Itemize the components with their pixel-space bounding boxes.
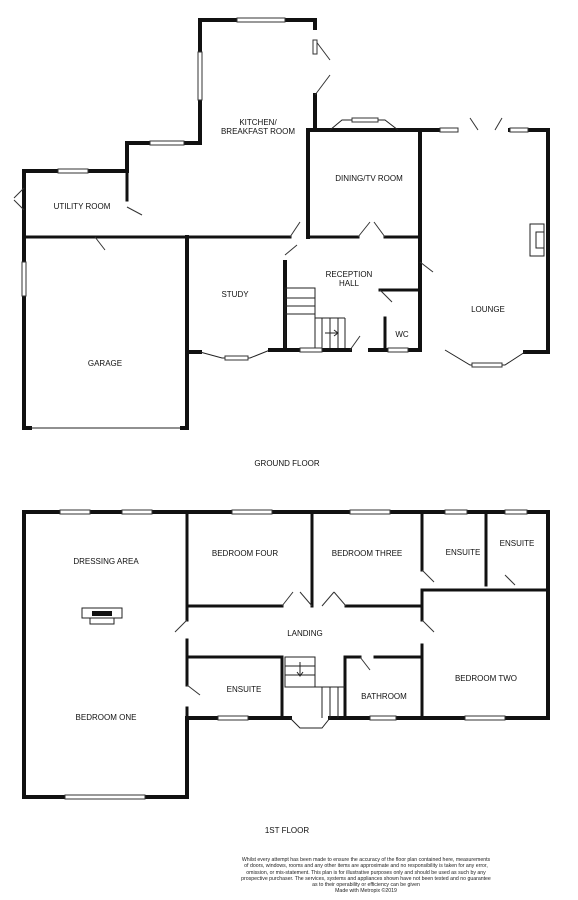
label-bedroom-two: BEDROOM TWO — [455, 674, 517, 683]
ground-stairs — [284, 287, 316, 351]
bathroom-window — [369, 715, 397, 721]
stair-arrow-icon — [325, 329, 339, 337]
lounge-walls — [508, 128, 550, 354]
garage-right-wall — [180, 235, 189, 430]
kitchen-window — [236, 17, 286, 23]
label-garage: GARAGE — [88, 359, 122, 368]
bedroom-one-door — [174, 619, 188, 633]
lounge-door — [419, 261, 434, 273]
label-bathroom: BATHROOM — [361, 692, 407, 701]
study-window — [224, 355, 249, 361]
ensuite-c-window — [217, 715, 249, 721]
disclaimer-line: as to their operability or efficiency ca… — [312, 882, 420, 889]
kitchen-door-glass — [312, 39, 318, 55]
bedroom-three-window — [349, 509, 391, 515]
label-kitchen: KITCHEN/ — [239, 118, 277, 127]
kitchen-lower-window — [149, 140, 185, 146]
bedroom-four-door — [281, 591, 313, 607]
label-lounge: LOUNGE — [471, 305, 505, 314]
dining-window — [351, 117, 379, 123]
first-stairs — [284, 656, 316, 688]
label-utility: UTILITY ROOM — [54, 202, 111, 211]
kitchen-walls — [22, 18, 317, 430]
bedroom-four-window — [231, 509, 273, 515]
first-floor-plan: DRESSING AREA BEDROOM FOUR BEDROOM THREE… — [22, 509, 550, 835]
label-bedroom-one: BEDROOM ONE — [76, 713, 137, 722]
lounge-french-door — [469, 117, 503, 131]
label-dressing: DRESSING AREA — [73, 557, 139, 566]
landing-bay — [289, 717, 331, 729]
bathroom-door — [359, 656, 371, 671]
label-study: STUDY — [221, 290, 249, 299]
disclaimer-line: of doors, windows, rooms and any other i… — [244, 863, 488, 870]
lounge-window-left — [439, 127, 459, 133]
kitchen-hall-door — [289, 221, 301, 238]
fireplace-hearth — [535, 231, 545, 249]
wc-door — [379, 289, 393, 303]
label-kitchen-2: BREAKFAST ROOM — [221, 127, 295, 136]
bathroom-left — [343, 655, 362, 720]
lounge-bay-window — [471, 362, 503, 368]
label-landing: LANDING — [287, 629, 323, 638]
label-dining: DINING/TV ROOM — [335, 174, 403, 183]
lounge-window-right — [509, 127, 529, 133]
ground-floor-title: GROUND FLOOR — [254, 459, 320, 468]
label-ensuite-c: ENSUITE — [227, 685, 262, 694]
label-bedroom-four: BEDROOM FOUR — [212, 549, 278, 558]
utility-inner-door — [94, 206, 143, 251]
disclaimer-line: Made with Metropix ©2019 — [335, 888, 397, 895]
bedroom-two-window — [464, 715, 506, 721]
kitchen-side-window — [197, 51, 203, 101]
label-bedroom-three: BEDROOM THREE — [332, 549, 403, 558]
ensuite-a-window — [444, 509, 468, 515]
study-door — [284, 244, 298, 256]
first-floor-title: 1ST FLOOR — [265, 826, 310, 835]
garage-window — [21, 261, 27, 297]
dressing-window-2 — [121, 509, 153, 515]
ensuite-a-door — [421, 569, 435, 583]
lounge-fireplace — [529, 223, 545, 257]
garage-left-wall — [22, 235, 32, 430]
label-wc: WC — [395, 330, 409, 339]
ensuite-b-door — [504, 574, 516, 586]
front-door — [349, 335, 361, 351]
ensuite-c-door — [186, 684, 201, 696]
dining-double-door — [357, 221, 386, 238]
label-reception: RECEPTION — [326, 270, 373, 279]
bedroom-one-window — [64, 794, 146, 800]
dining-walls — [306, 128, 422, 239]
utility-door — [13, 187, 25, 211]
ensuite-b-window — [504, 509, 528, 515]
disclaimer-line: prospective purchaser. The services, sys… — [241, 875, 491, 882]
ensuite-c-walls — [185, 655, 284, 720]
stair-arrow-icon — [296, 662, 304, 677]
dressing-window-1 — [59, 509, 91, 515]
fireplace-hearth — [89, 617, 115, 625]
disclaimer-line: omission, or mis-statement. This plan is… — [246, 869, 486, 876]
label-ensuite-a: ENSUITE — [446, 548, 481, 557]
utility-window — [57, 168, 89, 174]
label-reception-2: HALL — [339, 279, 360, 288]
disclaimer-line: Whilst every attempt has been made to en… — [241, 857, 491, 863]
bedroom-three-door — [321, 591, 347, 607]
label-ensuite-b: ENSUITE — [500, 539, 535, 548]
hall-window — [299, 347, 323, 353]
ground-floor-plan: KITCHEN/ BREAKFAST ROOM UTILITY ROOM DIN… — [13, 17, 550, 468]
fireplace-grate — [92, 611, 112, 616]
bedroom-two-door — [421, 619, 435, 633]
study-right-wall — [268, 260, 287, 352]
disclaimer: Whilst every attempt has been made to en… — [222, 857, 510, 895]
wc-window — [387, 347, 409, 353]
